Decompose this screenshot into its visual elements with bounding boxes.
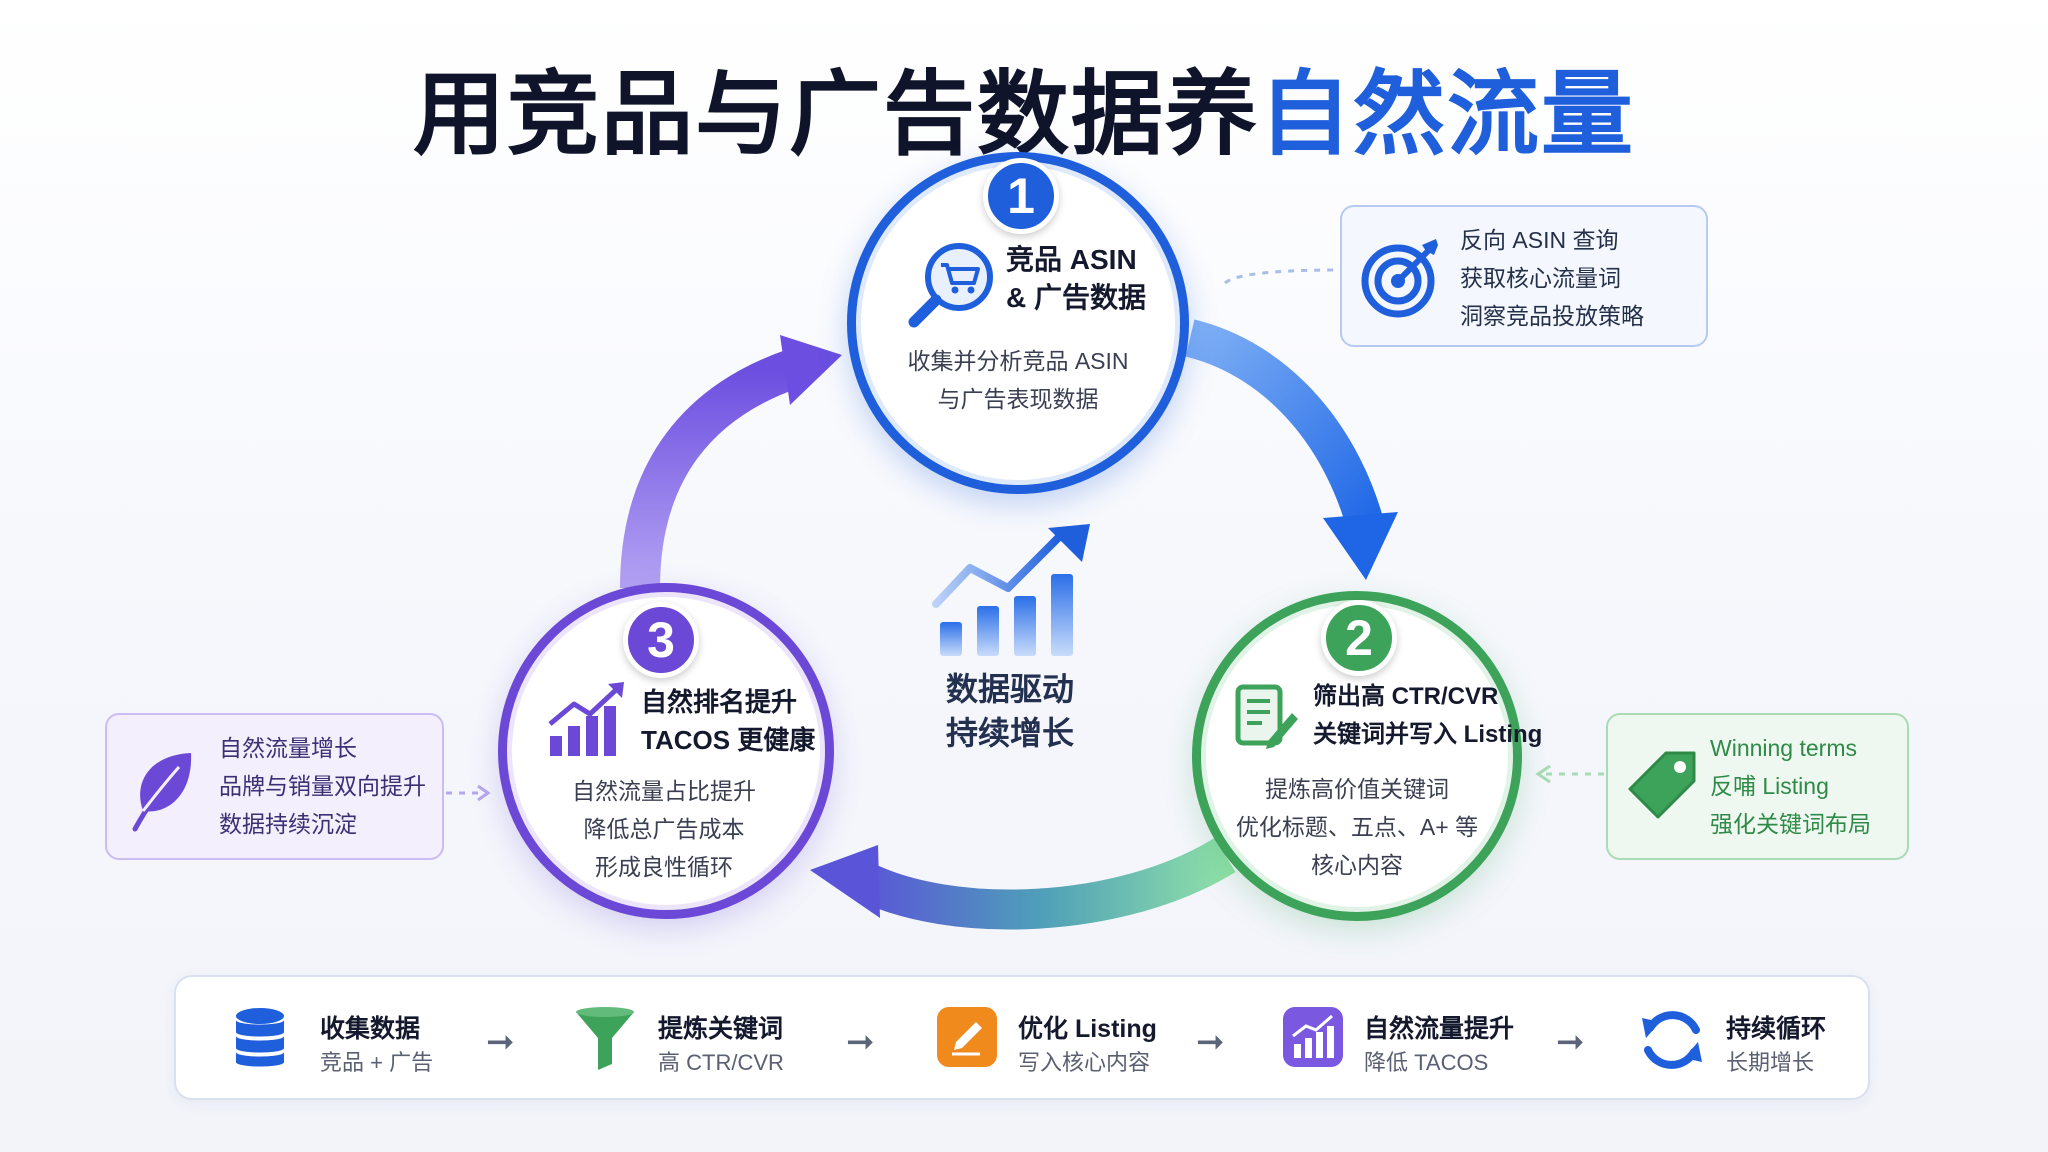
process-step-4: 自然流量提升 降低 TACOS xyxy=(1282,977,1542,1102)
node-1-title: 竞品 ASIN & 广告数据 xyxy=(1006,241,1146,317)
node-2-title: 筛出高 CTR/CVR 关键词并写入 Listing xyxy=(1313,678,1542,754)
side-right-bottom-text: Winning terms 反哺 Listing 强化关键词布局 xyxy=(1710,729,1871,843)
process-step-5-sub: 长期增长 xyxy=(1726,1050,1815,1075)
side-box-right-bottom: Winning terms 反哺 Listing 强化关键词布局 xyxy=(1606,713,1909,860)
step-badge-3: 3 xyxy=(623,602,699,678)
node-3-desc-line3: 形成良性循环 xyxy=(595,854,733,880)
node-1-desc-line1: 收集并分析竞品 ASIN xyxy=(907,348,1129,374)
side-right-bottom-line1: Winning terms xyxy=(1710,735,1857,761)
process-step-2-sub: 高 CTR/CVR xyxy=(658,1050,784,1075)
arrow-2-to-3 xyxy=(852,837,1236,930)
title-part1: 用竞品与广告数据养 xyxy=(412,64,1259,166)
tag-icon xyxy=(1628,751,1696,819)
arrow-3-to-1-head xyxy=(780,335,842,405)
step-badge-2: 2 xyxy=(1321,600,1397,676)
node-3-title-line1: 自然排名提升 xyxy=(641,687,798,717)
side-box-right-top: 反向 ASIN 查询 获取核心流量词 洞察竞品投放策略 xyxy=(1340,205,1708,347)
node-3-desc: 自然流量占比提升 降低总广告成本 形成良性循环 xyxy=(516,772,812,886)
process-arrow-3: ➞ xyxy=(1196,1023,1225,1061)
center-line1: 数据驱动 xyxy=(945,671,1074,707)
page-title: 用竞品与广告数据养自然流量 xyxy=(0,40,2048,173)
process-step-4-sub: 降低 TACOS xyxy=(1364,1050,1489,1075)
process-step-1-title: 收集数据 xyxy=(320,1015,421,1043)
process-step-3-sub: 写入核心内容 xyxy=(1018,1050,1151,1075)
step-badge-1: 1 xyxy=(983,158,1059,234)
node-2-title-line2: 关键词并写入 Listing xyxy=(1313,721,1543,748)
process-arrow-4: ➞ xyxy=(1556,1023,1585,1061)
growth-chart-icon xyxy=(548,682,624,756)
node-2-title-line1: 筛出高 CTR/CVR xyxy=(1313,683,1499,710)
arrow-2-to-3-head xyxy=(810,845,880,918)
chart-icon xyxy=(1283,1007,1343,1067)
node-1-title-line1: 竞品 ASIN xyxy=(1006,244,1137,275)
document-edit-icon xyxy=(1235,684,1298,749)
node-1-title-line2: & 广告数据 xyxy=(1006,282,1147,313)
node-2-desc-line2: 优化标题、五点、A+ 等 xyxy=(1235,814,1479,840)
node-2-desc-line1: 提炼高价值关键词 xyxy=(1265,776,1449,802)
process-bar: 收集数据 竞品 + 广告 ➞ 提炼关键词 高 CTR/CVR ➞ 优化 List… xyxy=(174,975,1870,1100)
node-3-desc-line1: 自然流量占比提升 xyxy=(572,778,756,804)
node-2-desc-line3: 核心内容 xyxy=(1311,852,1403,878)
center-line2: 持续增长 xyxy=(945,715,1074,751)
process-step-3-title: 优化 Listing xyxy=(1018,1015,1157,1043)
side-left-text: 自然流量增长 品牌与销量双向提升 数据持续沉淀 xyxy=(219,729,426,843)
node-2-desc: 提炼高价值关键词 优化标题、五点、A+ 等 核心内容 xyxy=(1212,770,1502,884)
node-3-title-line2: TACOS 更健康 xyxy=(641,725,816,755)
node-3-title: 自然排名提升 TACOS 更健康 xyxy=(641,683,815,759)
process-step-3: 优化 Listing 写入核心内容 xyxy=(936,977,1196,1102)
process-step-1-sub: 竞品 + 广告 xyxy=(320,1050,434,1075)
connector-right-bottom-head xyxy=(1535,764,1551,784)
arrow-1-to-2-head xyxy=(1323,512,1398,580)
arrow-1-to-2 xyxy=(1185,319,1387,540)
process-step-5: 持续循环 长期增长 xyxy=(1638,977,1858,1102)
search-cart-icon xyxy=(908,243,993,328)
bar-chart-up-icon xyxy=(932,524,1090,656)
connector-left-head xyxy=(477,784,491,802)
target-icon xyxy=(1361,239,1438,318)
process-step-1: 收集数据 竞品 + 广告 xyxy=(232,977,472,1102)
side-right-top-line3: 洞察竞品投放策略 xyxy=(1460,303,1644,329)
database-icon xyxy=(236,1008,284,1067)
leaf-icon xyxy=(132,753,192,832)
node-1-desc: 收集并分析竞品 ASIN 与广告表现数据 xyxy=(868,342,1168,418)
center-caption: 数据驱动 持续增长 xyxy=(880,667,1140,755)
pencil-icon xyxy=(937,1007,997,1067)
node-1-desc-line2: 与广告表现数据 xyxy=(937,386,1099,412)
side-left-line3: 数据持续沉淀 xyxy=(219,811,357,837)
process-arrow-1: ➞ xyxy=(486,1023,515,1061)
side-right-top-text: 反向 ASIN 查询 获取核心流量词 洞察竞品投放策略 xyxy=(1460,221,1644,335)
side-right-bottom-line3: 强化关键词布局 xyxy=(1710,811,1871,837)
side-left-line2: 品牌与销量双向提升 xyxy=(219,773,426,799)
arrow-3-to-1 xyxy=(620,349,802,589)
side-right-top-line2: 获取核心流量词 xyxy=(1460,265,1621,291)
side-left-line1: 自然流量增长 xyxy=(219,735,357,761)
cycle-icon xyxy=(1642,1011,1702,1069)
side-box-left: 自然流量增长 品牌与销量双向提升 数据持续沉淀 xyxy=(105,713,444,860)
process-arrow-2: ➞ xyxy=(846,1023,875,1061)
process-step-2-title: 提炼关键词 xyxy=(658,1015,784,1043)
process-step-2: 提炼关键词 高 CTR/CVR xyxy=(574,977,814,1102)
title-part2: 自然流量 xyxy=(1259,64,1636,166)
connector-right-top xyxy=(1224,268,1339,285)
funnel-icon xyxy=(576,1007,634,1070)
process-step-5-title: 持续循环 xyxy=(1726,1015,1827,1043)
node-3-desc-line2: 降低总广告成本 xyxy=(583,816,745,842)
side-right-top-line1: 反向 ASIN 查询 xyxy=(1460,227,1619,253)
side-right-bottom-line2: 反哺 Listing xyxy=(1710,773,1829,799)
process-step-4-title: 自然流量提升 xyxy=(1364,1015,1515,1043)
step-node-1 xyxy=(847,152,1189,494)
